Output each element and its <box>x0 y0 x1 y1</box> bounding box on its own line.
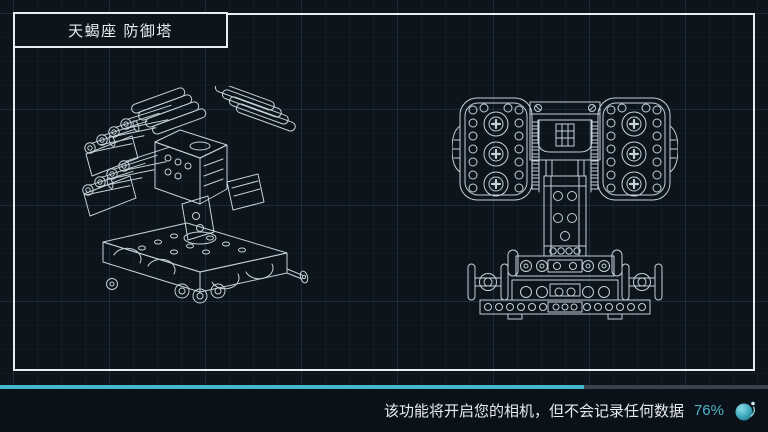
model-isometric-drawing <box>82 86 309 304</box>
title-box: 天蝎座 防御塔 <box>13 12 228 48</box>
planet-icon <box>735 401 755 420</box>
progress-fill <box>0 385 584 389</box>
footer-bar: 该功能将开启您的相机，但不会记录任何数据 76% <box>0 389 768 432</box>
privacy-message: 该功能将开启您的相机，但不会记录任何数据 <box>383 403 684 420</box>
frame-border <box>13 13 755 371</box>
model-front-drawing <box>452 96 678 321</box>
progress-bar <box>0 385 768 389</box>
page-title: 天蝎座 防御塔 <box>68 22 173 40</box>
progress-percent: 76% <box>693 402 724 419</box>
blueprint-canvas: 天蝎座 防御塔 <box>0 0 768 385</box>
